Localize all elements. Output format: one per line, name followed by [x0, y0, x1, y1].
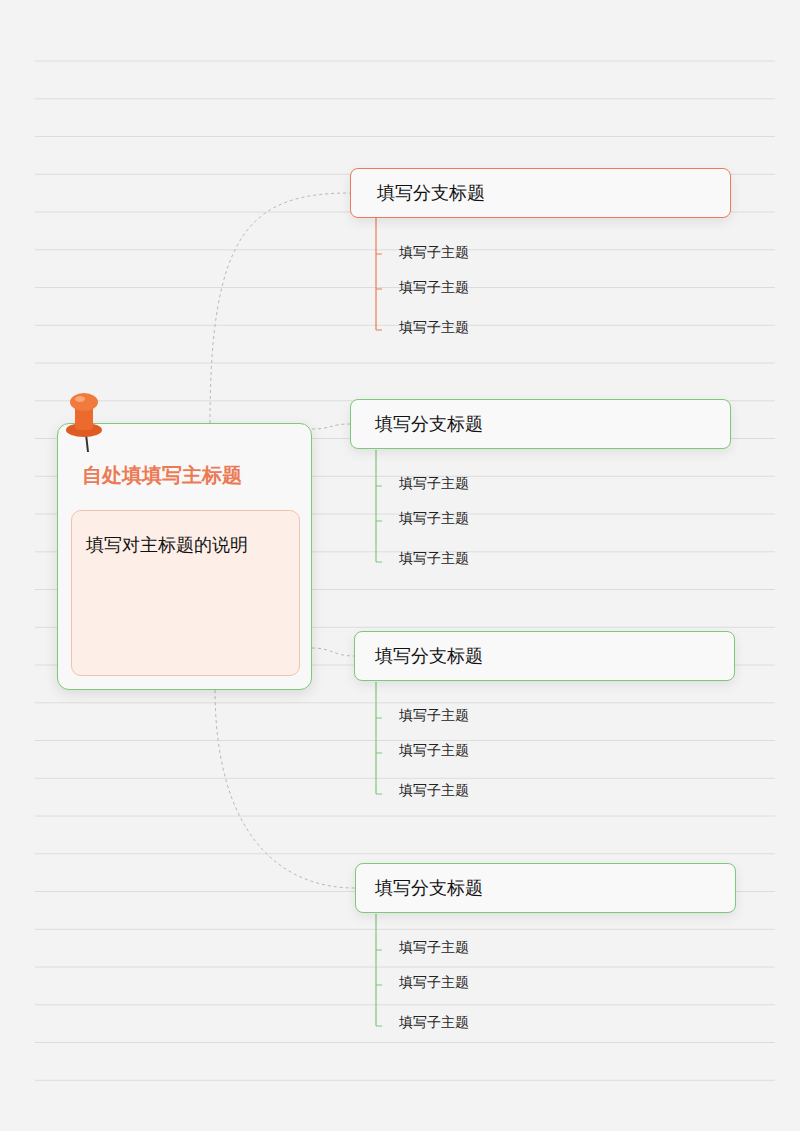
dashed-connector [312, 648, 354, 656]
subtopic-label: 填写子主题 [399, 782, 469, 800]
dashed-connector [215, 690, 355, 888]
branch-box: 填写分支标题 [354, 631, 735, 681]
dashed-connector [210, 193, 350, 423]
subtopic-label: 填写子主题 [399, 939, 469, 957]
subtopic-label: 填写子主题 [399, 319, 469, 337]
push-pin [60, 390, 110, 456]
description-text: 填写对主标题的说明 [86, 533, 248, 557]
subtopic-label: 填写子主题 [399, 475, 469, 493]
branch-box: 填写分支标题 [350, 399, 731, 449]
main-title: 自处填填写主标题 [82, 462, 242, 489]
main-topic-box: 自处填填写主标题填写对主标题的说明 [57, 423, 312, 690]
branch-title: 填写分支标题 [377, 181, 485, 205]
subtopic-label: 填写子主题 [399, 244, 469, 262]
subtopic-label: 填写子主题 [399, 1014, 469, 1032]
subtopic-label: 填写子主题 [399, 510, 469, 528]
subtopic-label: 填写子主题 [399, 742, 469, 760]
branch-box: 填写分支标题 [355, 863, 736, 913]
subtopic-label: 填写子主题 [399, 279, 469, 297]
branch-box: 填写分支标题 [350, 168, 731, 218]
branch-title: 填写分支标题 [375, 644, 483, 668]
subtopic-label: 填写子主题 [399, 707, 469, 725]
subtopic-label: 填写子主题 [399, 974, 469, 992]
branch-title: 填写分支标题 [375, 412, 483, 436]
description-box: 填写对主标题的说明 [71, 510, 300, 676]
subtopic-label: 填写子主题 [399, 550, 469, 568]
dashed-connector [312, 424, 350, 429]
branch-title: 填写分支标题 [375, 876, 483, 900]
